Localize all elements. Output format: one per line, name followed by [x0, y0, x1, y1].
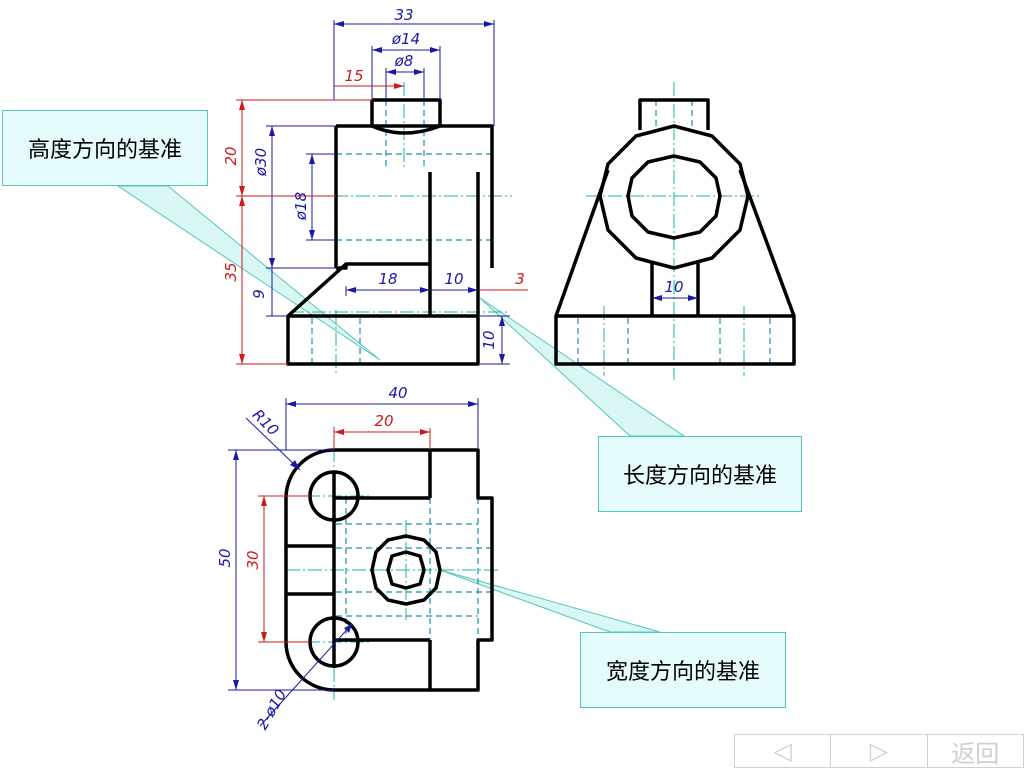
dim-33: 33 — [394, 6, 413, 24]
next-button[interactable]: ▷ — [830, 734, 927, 768]
callout-height-text: 高度方向的基准 — [27, 138, 182, 163]
callout-width-datum: 宽度方向的基准 — [580, 632, 786, 708]
callout-leaders — [116, 185, 686, 633]
dim-phi8: ø8 — [394, 52, 414, 70]
side-hidden — [577, 100, 771, 364]
dim-10-base: 10 — [480, 330, 498, 349]
dim-phi30: ø30 — [252, 148, 270, 177]
prev-button[interactable]: ◁ — [734, 734, 831, 768]
next-arrow-icon: ▷ — [869, 737, 889, 765]
dim-10-front: 10 — [444, 270, 463, 288]
dim-40: 40 — [388, 384, 407, 402]
side-view: 10 — [554, 82, 796, 380]
top-dims-blue — [228, 398, 479, 727]
dim-30: 30 — [244, 550, 262, 569]
back-button[interactable]: 返回 — [926, 734, 1024, 768]
height-leader — [116, 185, 381, 361]
top-view: 40 20 R10 50 30 2-ø10 — [216, 384, 500, 733]
top-arrows-red — [261, 429, 430, 642]
width-leader — [439, 569, 661, 633]
top-hidden — [336, 498, 492, 640]
callout-height-datum: 高度方向的基准 — [2, 110, 208, 186]
dim-20-height: 20 — [222, 146, 240, 165]
dim-phi18: ø18 — [292, 192, 310, 221]
front-arrows — [269, 21, 505, 364]
callout-width-text: 宽度方向的基准 — [605, 660, 760, 685]
callout-length-datum: 长度方向的基准 — [598, 436, 802, 512]
top-arrows-blue — [233, 401, 478, 690]
side-arrows — [652, 295, 698, 301]
back-label: 返回 — [951, 739, 1000, 768]
length-leader — [479, 297, 686, 437]
dim-10-side: 10 — [664, 278, 683, 296]
dim-15: 15 — [344, 67, 363, 85]
dim-r10: R10 — [249, 406, 283, 440]
dim-2-phi10: 2-ø10 — [253, 686, 290, 732]
dim-phi14: ø14 — [391, 30, 420, 48]
dim-20-top: 20 — [374, 412, 393, 430]
front-outline — [286, 98, 494, 366]
front-arrows-red — [239, 83, 404, 364]
dim-3: 3 — [515, 270, 525, 288]
dim-18: 18 — [378, 270, 397, 288]
side-outline — [554, 98, 796, 366]
top-dims-red — [258, 428, 431, 643]
callout-length-text: 长度方向的基准 — [622, 464, 777, 489]
front-hidden — [311, 100, 492, 364]
dim-35: 35 — [222, 262, 240, 281]
slide-navigation: ◁ ▷ 返回 — [734, 734, 1024, 768]
front-dims-red — [236, 85, 528, 365]
front-view: 33 ø14 ø8 15 20 ø30 ø18 35 9 18 10 3 10 — [222, 6, 528, 376]
dim-9: 9 — [250, 289, 268, 299]
prev-arrow-icon: ◁ — [773, 737, 792, 765]
dim-50: 50 — [216, 548, 234, 567]
